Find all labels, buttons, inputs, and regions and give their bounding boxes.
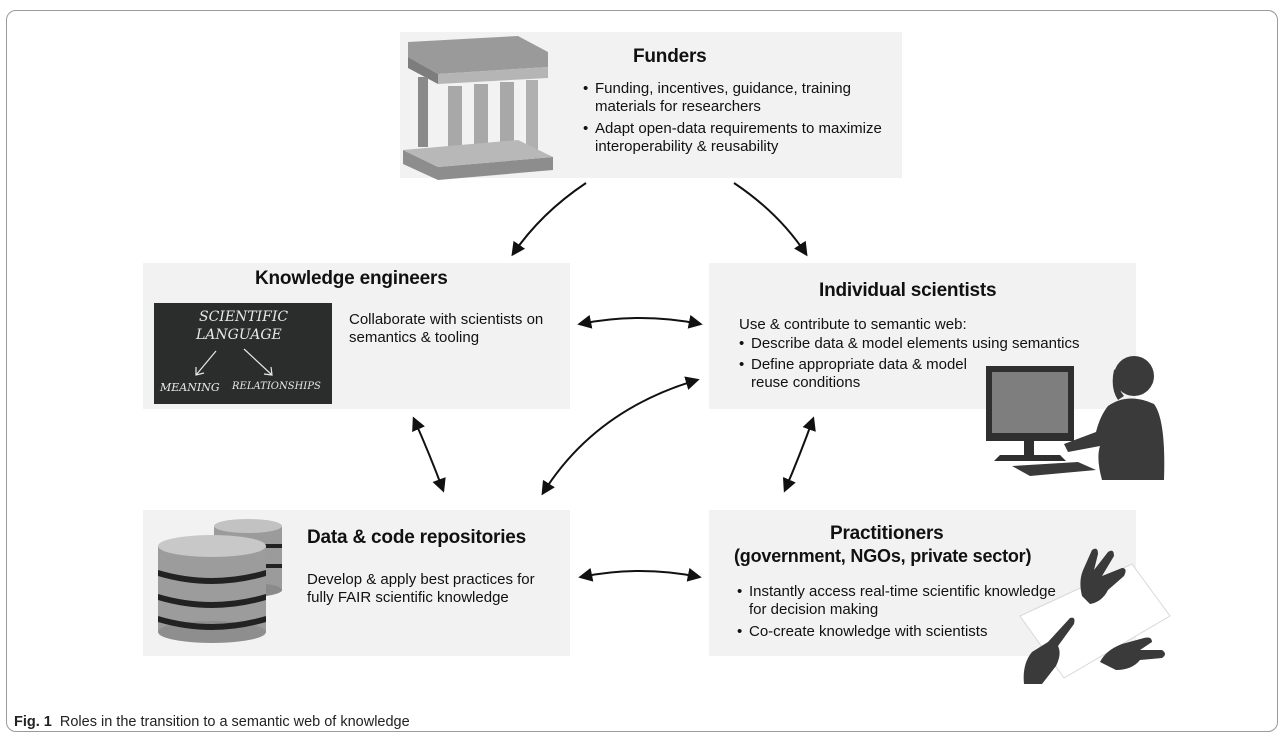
practitioners-title: Practitioners xyxy=(830,523,944,544)
practitioners-bullet-2: Co-create knowledge with scientists xyxy=(737,623,1059,641)
arrow-funders-to-individual-scientists xyxy=(733,182,808,257)
figure-frame xyxy=(6,10,1278,732)
chalk-language: LANGUAGE xyxy=(196,327,282,343)
arrow-knowledge-engineers-individual-scientists xyxy=(577,314,703,329)
arrow-knowledge-engineers-repositories xyxy=(412,416,446,493)
chalk-scientific: SCIENTIFIC xyxy=(199,309,289,325)
chalk-meaning: MEANING xyxy=(160,381,220,394)
funders-bullet-1: Funding, incentives, guidance, training … xyxy=(583,80,895,116)
chalkboard-image: SCIENTIFIC LANGUAGE MEANING RELATIONSHIP… xyxy=(154,303,332,404)
funders-bullet-2: Adapt open-data requirements to maximize… xyxy=(583,120,895,156)
figure-caption: Fig. 1 Roles in the transition to a seman… xyxy=(14,714,410,730)
individual-scientists-intro: Use & contribute to semantic web: xyxy=(739,316,967,333)
repositories-text: Develop & apply best practices for fully… xyxy=(307,571,535,606)
arrow-repositories-practitioners xyxy=(578,567,702,582)
figure-caption-text: Roles in the transition to a semantic we… xyxy=(59,714,410,730)
repositories-title: Data & code repositories xyxy=(307,527,527,548)
database-icon xyxy=(158,519,282,643)
knowledge-engineers-text: Collaborate with scientists on semantics… xyxy=(349,311,544,346)
arrow-repositories-individual-scientists xyxy=(541,376,700,496)
funders-title: Funders xyxy=(633,46,707,67)
knowledge-engineers-title: Knowledge engineers xyxy=(255,268,448,289)
individual-scientists-bullet-1: Describe data & model elements using sem… xyxy=(739,335,1123,353)
building-icon xyxy=(403,36,553,180)
individual-scientists-bullet-2: Define appropriate data & model reuse co… xyxy=(739,356,991,392)
figure-label: Fig. 1 xyxy=(14,714,52,730)
arrow-individual-scientists-practitioners xyxy=(782,416,816,493)
person-at-computer-icon xyxy=(986,356,1165,480)
practitioners-subtitle: (government, NGOs, private sector) xyxy=(734,546,1032,566)
hands-on-paper-icon xyxy=(1019,548,1171,684)
chalk-relationships: RELATIONSHIPS xyxy=(232,381,321,392)
arrow-funders-to-knowledge-engineers xyxy=(511,182,587,257)
individual-scientists-title: Individual scientists xyxy=(819,280,997,301)
practitioners-bullet-1: Instantly access real-time scientific kn… xyxy=(737,583,1059,619)
